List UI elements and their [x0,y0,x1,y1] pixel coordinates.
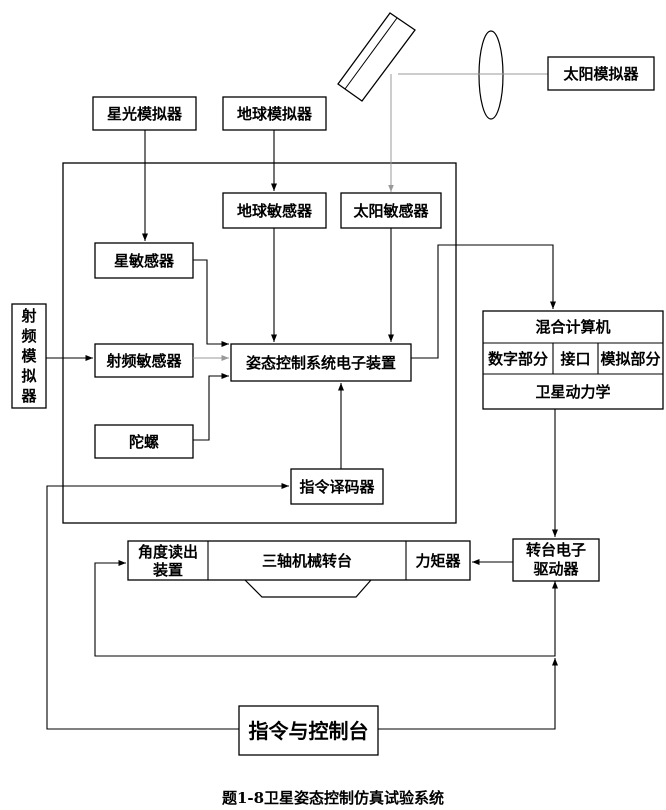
sun-sensor-box [340,192,442,229]
earth-simulator-box [222,96,327,131]
gyro-box [94,424,194,459]
star-simulator-box [92,96,197,131]
command-console-box [238,705,379,756]
hybrid-computer-box [482,310,664,410]
sun-simulator-box [547,56,655,91]
attitude-control-box [230,343,412,382]
mirror [337,12,416,102]
earth-sensor-box [222,192,327,229]
turntable-driver-box [512,538,600,582]
star-sensor-box [94,242,194,279]
turntable-base [244,579,372,598]
figure-caption: 题1-8卫星姿态控制仿真试验系统 [221,789,445,807]
command-decoder-box [290,468,384,505]
satellite-boundary [62,162,457,524]
three-axis-turntable-box [127,540,471,581]
lens [478,30,504,120]
rf-sensor-box [94,343,194,378]
rf-simulator-box [11,303,47,409]
